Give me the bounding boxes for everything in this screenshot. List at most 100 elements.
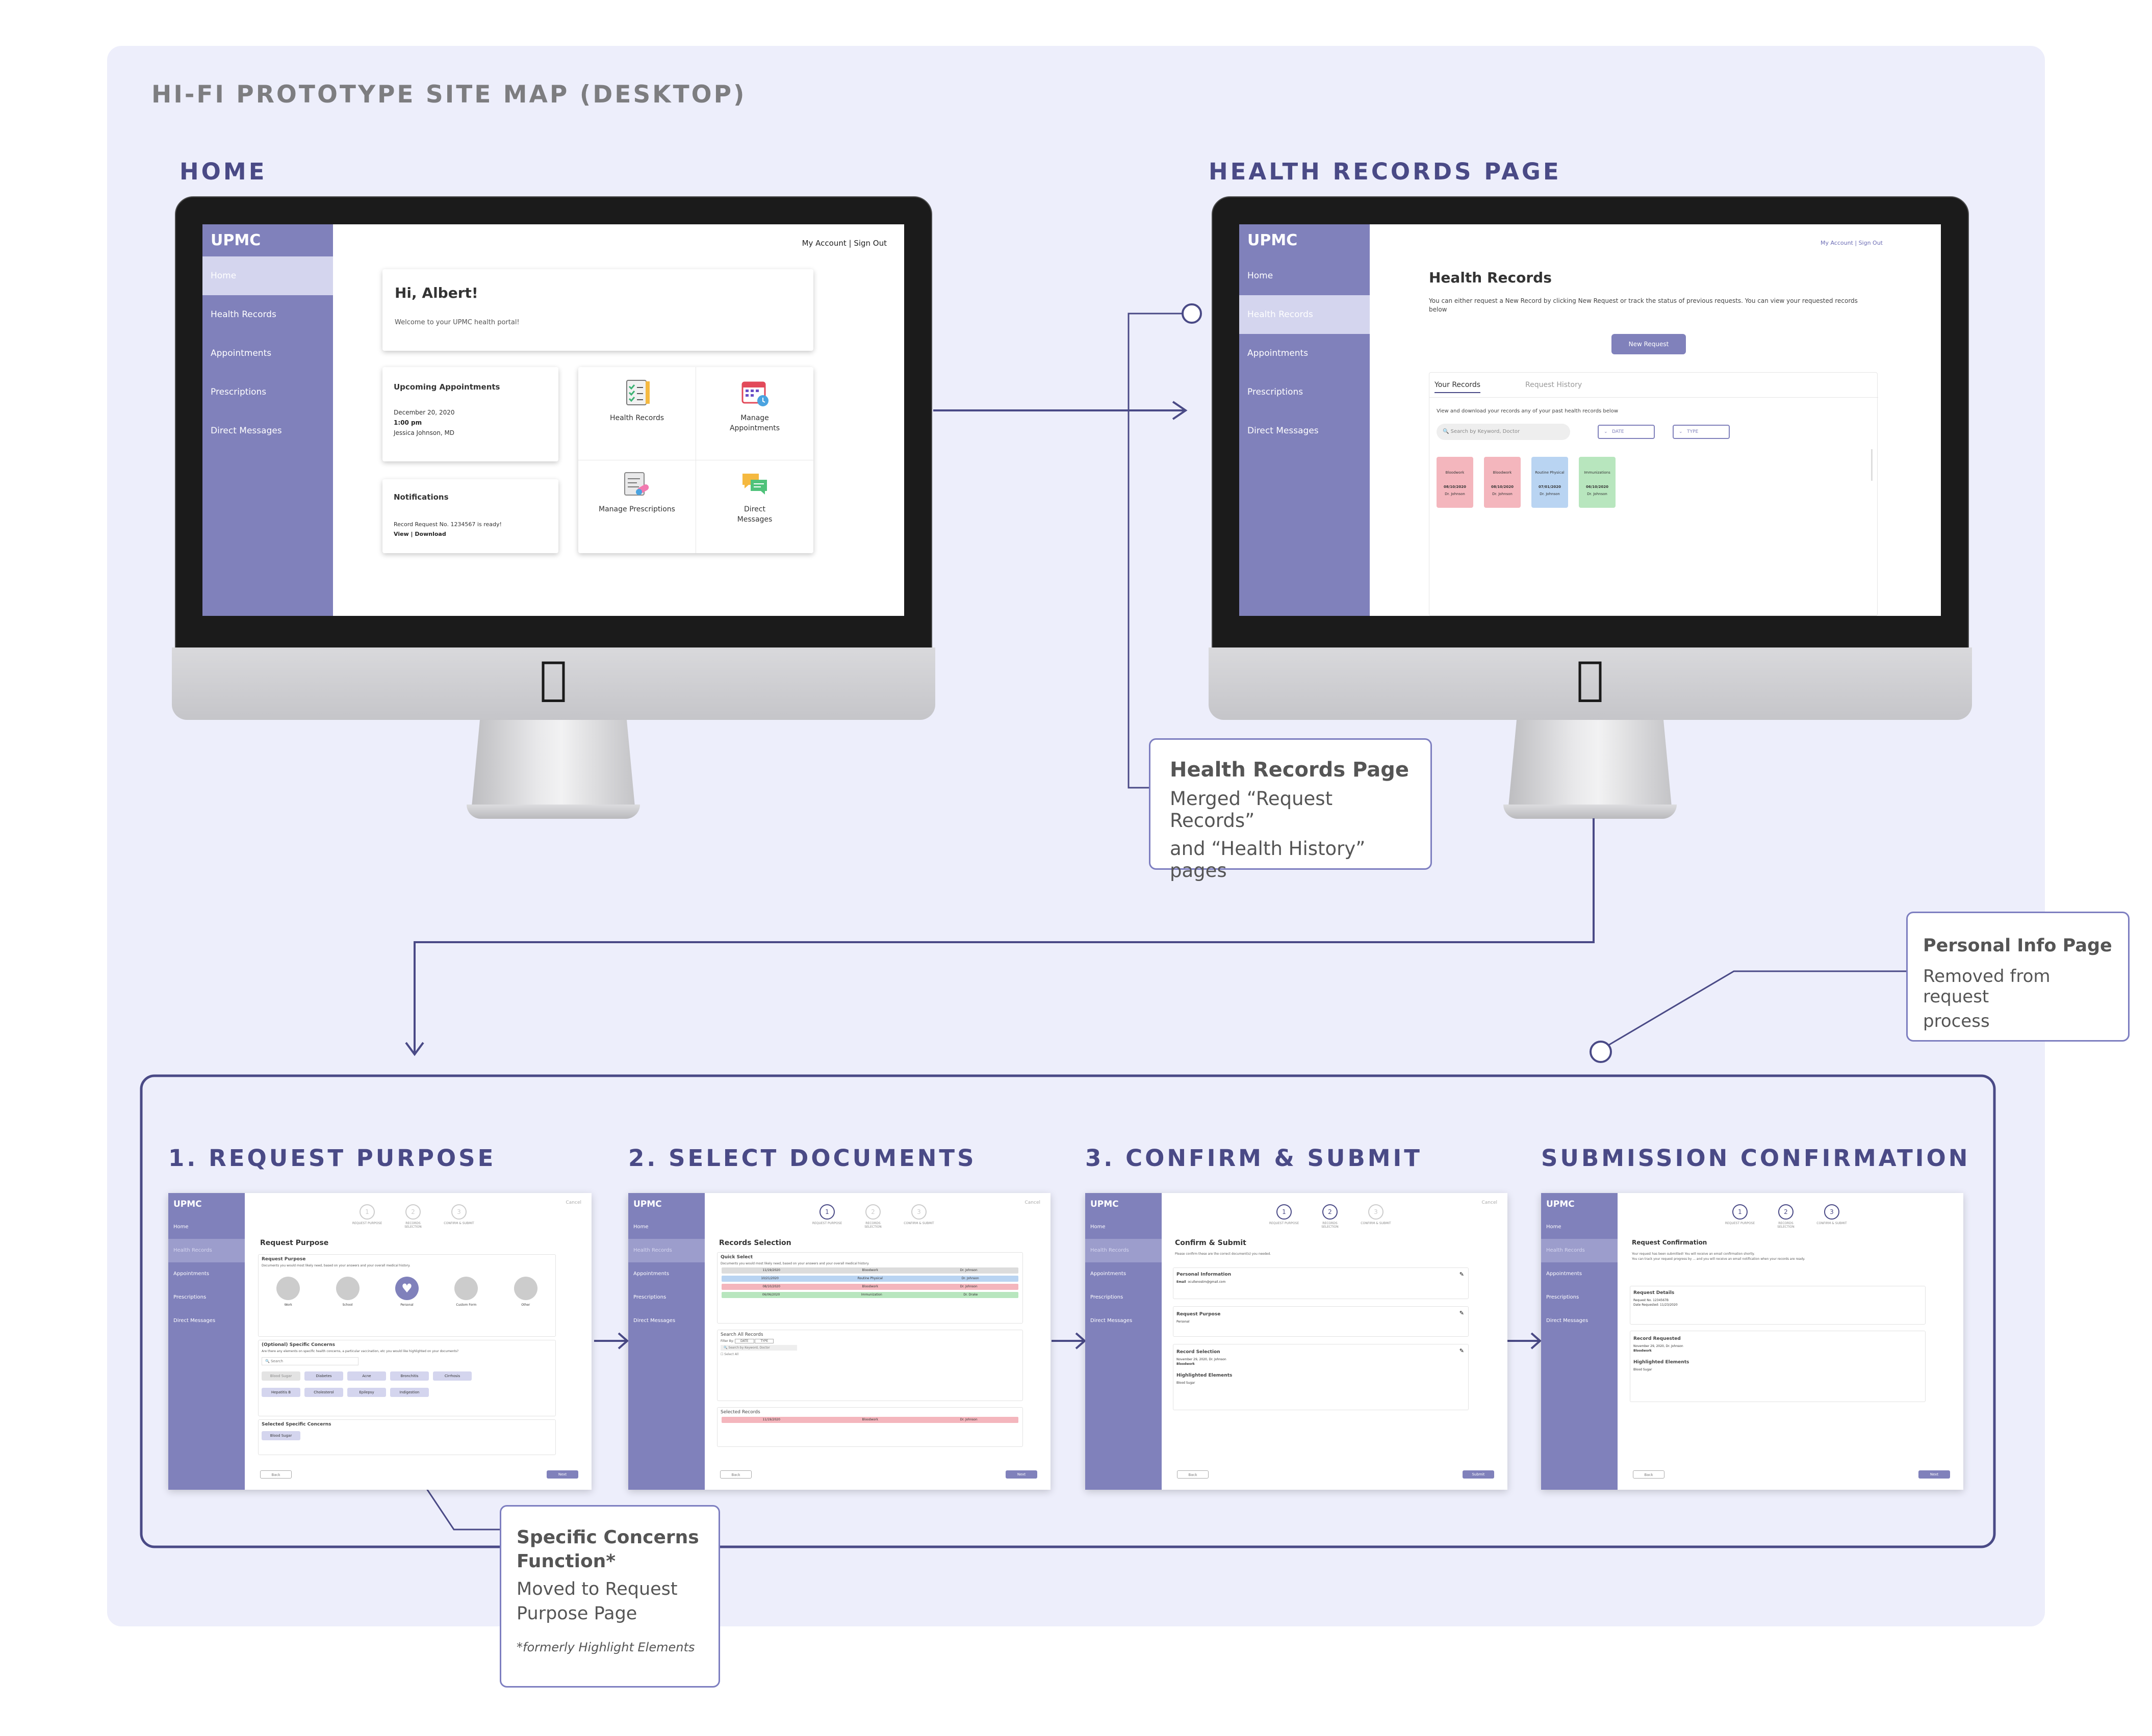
records-search-input[interactable]: 🔍 Search by Keyword, Doctor xyxy=(1437,424,1570,440)
sidebar-item-health-records[interactable]: Health Records xyxy=(628,1239,705,1262)
select-all-checkbox[interactable]: ☐ Select All xyxy=(721,1353,739,1356)
sidebar-item-direct-messages[interactable]: Direct Messages xyxy=(173,1318,216,1324)
sidebar-item-direct-messages[interactable]: Direct Messages xyxy=(633,1318,676,1324)
tab-request-history[interactable]: Request History xyxy=(1525,381,1582,389)
note-footnote: *formerly Highlight Elements xyxy=(517,1640,695,1654)
notification-links[interactable]: View | Download xyxy=(394,531,446,537)
sidebar-item-home[interactable]: Home xyxy=(1546,1224,1561,1230)
sidebar-item-appointments[interactable]: Appointments xyxy=(1247,348,1309,358)
tab-your-records[interactable]: Your Records xyxy=(1434,381,1481,393)
back-button[interactable]: Back xyxy=(1177,1470,1209,1479)
sidebar-item-direct-messages[interactable]: Direct Messages xyxy=(1546,1318,1589,1324)
submit-button[interactable]: Submit xyxy=(1463,1470,1494,1479)
sidebar-item-health-records[interactable]: Health Records xyxy=(1541,1239,1618,1262)
tile-health-records[interactable]: Health Records xyxy=(578,367,696,460)
back-button[interactable]: Back xyxy=(1633,1470,1664,1479)
tile-manage-appointments[interactable]: Manage Appointments xyxy=(696,367,813,460)
scrollbar[interactable] xyxy=(1871,449,1873,481)
back-button[interactable]: Back xyxy=(260,1470,292,1479)
sidebar-item-prescriptions[interactable]: Prescriptions xyxy=(1546,1294,1579,1300)
edit-icon[interactable]: ✎ xyxy=(1459,1271,1464,1278)
sidebar-item-health-records[interactable]: Health Records xyxy=(168,1239,245,1262)
edit-icon[interactable]: ✎ xyxy=(1459,1348,1464,1354)
concern-tag[interactable]: Bronchitis xyxy=(390,1371,429,1381)
sidebar-item-prescriptions[interactable]: Prescriptions xyxy=(633,1294,667,1300)
sidebar-item-prescriptions[interactable]: Prescriptions xyxy=(1247,387,1303,397)
date-filter-dropdown[interactable]: ⌄ DATE xyxy=(1598,425,1655,439)
sidebar-item-health-records[interactable]: Health Records xyxy=(1085,1239,1162,1262)
sidebar-item-health-records[interactable]: Health Records xyxy=(1239,295,1370,334)
selected-concern-tag[interactable]: Blood Sugar xyxy=(262,1431,300,1440)
sidebar-item-appointments[interactable]: Appointments xyxy=(633,1271,670,1277)
screen-request-purpose: UPMC Home Health Records Appointments Pr… xyxy=(168,1193,592,1490)
records-screen: UPMC Home Health Records Appointments Pr… xyxy=(1239,224,1941,616)
concern-tag[interactable]: Blood Sugar xyxy=(262,1371,300,1381)
sidebar-item-direct-messages[interactable]: Direct Messages xyxy=(1090,1318,1133,1324)
type-filter[interactable]: TYPE xyxy=(755,1339,774,1343)
sidebar-item-prescriptions[interactable]: Prescriptions xyxy=(173,1294,207,1300)
back-button[interactable]: Back xyxy=(720,1470,752,1479)
step2-title: 2. SELECT DOCUMENTS xyxy=(628,1145,977,1172)
record-type: Bloodwork xyxy=(1445,471,1465,475)
next-button[interactable]: Next xyxy=(547,1470,578,1479)
option-personal[interactable]: ♥Personal xyxy=(395,1277,419,1307)
cancel-link[interactable]: Cancel xyxy=(1481,1200,1498,1205)
sidebar-item-home[interactable]: Home xyxy=(1090,1224,1106,1230)
concern-tag[interactable]: Indigestion xyxy=(390,1388,429,1397)
sidebar-item-appointments[interactable]: Appointments xyxy=(1090,1271,1126,1277)
sidebar-item-home[interactable]: Home xyxy=(1247,271,1273,281)
note-line: Removed from request xyxy=(1923,966,2051,1007)
cancel-link[interactable]: Cancel xyxy=(1024,1200,1041,1205)
records-search-input[interactable]: 🔍 Search by Keyword, Doctor xyxy=(721,1345,797,1351)
notifications-card: Notifications Record Request No. 1234567… xyxy=(382,479,558,553)
new-request-button[interactable]: New Request xyxy=(1611,334,1686,354)
concern-tag[interactable]: Acne xyxy=(347,1371,386,1381)
concern-tag[interactable]: Epilepsy xyxy=(347,1388,386,1397)
date-filter[interactable]: DATE xyxy=(734,1339,754,1343)
next-button[interactable]: Next xyxy=(1918,1470,1950,1479)
sidebar-item-direct-messages[interactable]: Direct Messages xyxy=(1247,426,1319,436)
sidebar-item-appointments[interactable]: Appointments xyxy=(211,348,272,358)
concern-tag[interactable]: Diabetes xyxy=(304,1371,343,1381)
option-other[interactable]: Other xyxy=(514,1277,537,1307)
tile-direct-messages[interactable]: Direct Messages xyxy=(696,460,813,553)
request-purpose-section: Request Purpose Personal ✎ xyxy=(1173,1306,1469,1337)
concern-tags: Blood Sugar Diabetes Acne Bronchitis Cirrhos… xyxy=(262,1369,552,1402)
record-doctor: Dr. Johnson xyxy=(1587,492,1607,496)
concern-tag[interactable]: Cirrhosis xyxy=(433,1371,472,1381)
edit-icon[interactable]: ✎ xyxy=(1459,1310,1464,1316)
sidebar-item-health-records[interactable]: Health Records xyxy=(211,309,276,320)
cancel-link[interactable]: Cancel xyxy=(566,1200,582,1205)
sidebar-item-prescriptions[interactable]: Prescriptions xyxy=(211,387,267,397)
concern-tag[interactable]: Hepatitis B xyxy=(262,1388,300,1397)
sidebar-item-prescriptions[interactable]: Prescriptions xyxy=(1090,1294,1123,1300)
sidebar-item-direct-messages[interactable]: Direct Messages xyxy=(211,426,282,436)
next-button[interactable]: Next xyxy=(1006,1470,1037,1479)
appt-date: December 20, 2020 xyxy=(394,409,455,416)
account-links[interactable]: My Account | Sign Out xyxy=(802,239,887,248)
option-work[interactable]: Work xyxy=(276,1277,300,1307)
type-filter-dropdown[interactable]: ⌄ TYPE xyxy=(1673,425,1730,439)
concern-tag[interactable]: Cholesterol xyxy=(304,1388,343,1397)
tile-manage-prescriptions[interactable]: Manage Prescriptions xyxy=(578,460,696,553)
imac-records-foot xyxy=(1503,805,1677,819)
account-links[interactable]: My Account | Sign Out xyxy=(1820,240,1883,246)
concerns-search-input[interactable]: 🔍 Search xyxy=(262,1357,358,1365)
option-school[interactable]: School xyxy=(336,1277,360,1307)
sidebar-item-appointments[interactable]: Appointments xyxy=(1546,1271,1582,1277)
sidebar-item-home[interactable]: Home xyxy=(173,1224,189,1230)
greeting: Hi, Albert! xyxy=(395,284,478,301)
sidebar-item-home[interactable]: Home xyxy=(202,256,333,295)
option-custom-form[interactable]: Custom Form xyxy=(454,1277,478,1307)
sidebar-item-home[interactable]: Home xyxy=(633,1224,649,1230)
sidebar-item-appointments[interactable]: Appointments xyxy=(173,1271,210,1277)
